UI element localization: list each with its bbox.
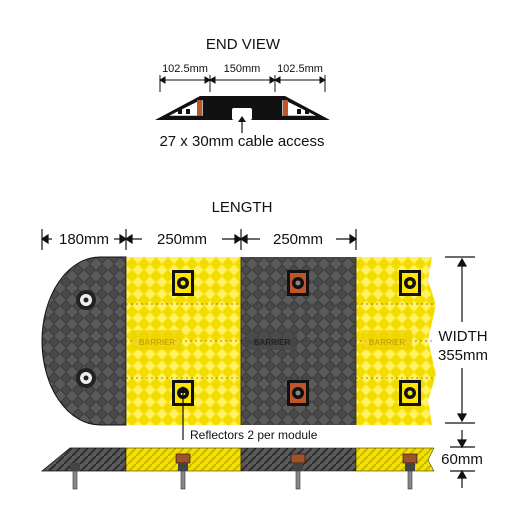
svg-text:BARRIER: BARRIER — [139, 338, 176, 347]
end-view-profile — [155, 96, 330, 120]
module-3-bolt-bottom — [399, 380, 421, 406]
cable-access-caption: 27 x 30mm cable access — [159, 133, 324, 150]
reflectors-callout-arrow — [179, 386, 187, 440]
svg-text:BARRIER: BARRIER — [369, 338, 406, 347]
cable-access-arrow — [238, 116, 246, 133]
module-3-bolt-top — [399, 270, 421, 296]
length-dim-end: 180mm — [59, 231, 109, 248]
module-2-bolt-bottom — [287, 380, 309, 406]
width-dimension-line — [445, 256, 475, 424]
module-2-bolt-top — [287, 270, 309, 296]
end-cap — [41, 256, 127, 426]
plan-view: BARRIER BARRIER BARRIER — [41, 256, 436, 426]
width-value: 355mm — [438, 347, 488, 364]
length-dimension-line — [40, 229, 358, 250]
barrier-logo-1: BARRIER — [132, 330, 182, 350]
length-view-title: LENGTH — [212, 199, 273, 216]
side-view — [40, 447, 435, 490]
end-view-dim-right: 102.5mm — [277, 63, 323, 75]
barrier-logo-3: BARRIER — [362, 330, 412, 350]
end-cap-bolt-bottom — [76, 368, 96, 388]
end-view-dim-center: 150mm — [224, 63, 261, 75]
reflectors-label: Reflectors 2 per module — [190, 428, 318, 442]
module-1-bolt-top — [172, 270, 194, 296]
end-view-title: END VIEW — [206, 36, 281, 53]
height-dimension-line — [450, 430, 475, 488]
end-view-dimension-line — [159, 75, 326, 92]
barrier-logo-2: BARRIER — [247, 330, 297, 350]
end-cap-bolt-top — [76, 290, 96, 310]
length-dim-module-1: 250mm — [157, 231, 207, 248]
length-dim-module-2: 250mm — [273, 231, 323, 248]
end-view-dim-left: 102.5mm — [162, 63, 208, 75]
height-value: 60mm — [441, 451, 483, 468]
svg-text:BARRIER: BARRIER — [254, 338, 291, 347]
width-label: WIDTH — [438, 328, 487, 345]
